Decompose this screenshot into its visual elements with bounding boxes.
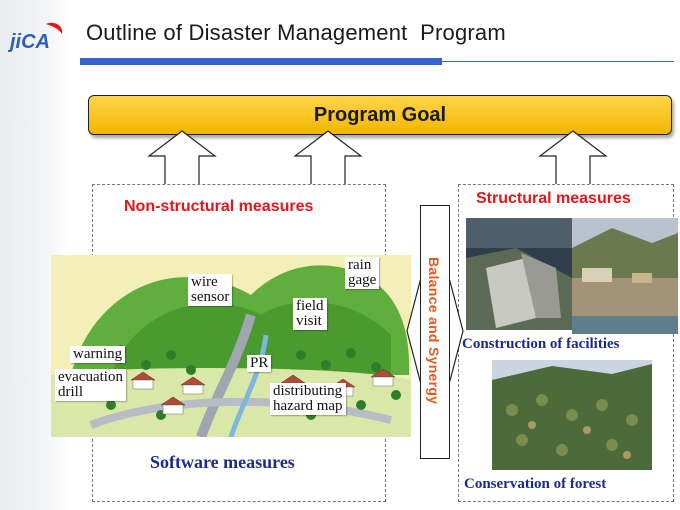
dam-photo (466, 218, 572, 330)
program-goal-box: Program Goal (88, 95, 672, 135)
tag-line: wire (191, 274, 218, 290)
construction-facilities-caption: Construction of facilities (462, 336, 620, 352)
tag-line: distributing (273, 383, 343, 399)
up-arrow-icon (293, 130, 363, 189)
wire-sensor-tag: wire sensor (188, 274, 233, 306)
tag-line: PR (250, 355, 269, 371)
forest-photo (492, 360, 652, 470)
page-title: Outline of Disaster Management Program (86, 20, 506, 45)
up-arrow-icon (538, 130, 608, 189)
tag-line: sensor (191, 289, 230, 305)
tag-line: field (296, 298, 324, 314)
conservation-forest-caption: Conservation of forest (464, 476, 607, 492)
pr-tag: PR (247, 355, 272, 372)
tag-line: rain (348, 257, 372, 273)
tag-line: hazard map (273, 398, 343, 414)
structural-heading: Structural measures (476, 190, 631, 207)
jica-logo: jiCA (7, 22, 63, 53)
warning-tag: warning (70, 346, 126, 363)
balance-synergy-box (420, 205, 450, 459)
rain-gage-tag: rain gage (345, 257, 380, 289)
up-arrow-icon (147, 130, 217, 189)
non-structural-heading: Non-structural measures (124, 198, 314, 215)
tag-line: evacuation (58, 369, 123, 385)
title-underline-line (442, 61, 674, 62)
field-visit-tag: field visit (293, 298, 327, 330)
program-goal-label: Program Goal (313, 103, 447, 126)
balance-synergy-label: Balance and Synergy (426, 257, 442, 405)
evacuation-drill-tag: evacuation drill (55, 369, 126, 401)
tag-line: gage (348, 272, 377, 288)
tag-line: warning (73, 346, 123, 362)
hazard-map-tag: distributing hazard map (270, 383, 346, 415)
logo-text: jiCA (7, 31, 50, 53)
software-measures-label: Software measures (150, 452, 295, 472)
title-underline-bar (80, 58, 442, 65)
tag-line: visit (296, 313, 322, 329)
construction-site-photo (572, 218, 678, 334)
tag-line: drill (58, 384, 83, 400)
